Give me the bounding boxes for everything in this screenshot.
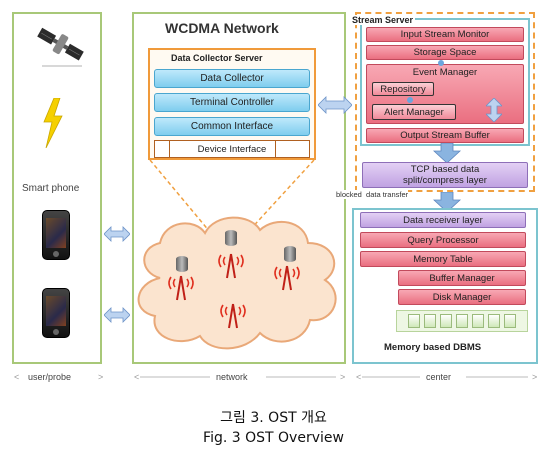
tcp-layer-button[interactable]: TCP based data split/compress layer: [362, 162, 528, 188]
output-stream-buffer-button[interactable]: Output Stream Buffer: [366, 128, 524, 143]
svg-text:<: <: [134, 372, 139, 382]
connector-dot: [407, 97, 413, 103]
database-icon: [225, 230, 237, 246]
figure-caption-english: Fig. 3 OST Overview: [0, 430, 547, 446]
antenna-icon: [214, 246, 248, 280]
event-manager-label: Event Manager: [413, 67, 477, 78]
network-label: network: [216, 372, 248, 382]
up-down-arrow-icon: [486, 98, 502, 122]
svg-text:>: >: [532, 372, 537, 382]
input-stream-monitor-button[interactable]: Input Stream Monitor: [366, 27, 524, 42]
svg-text:<: <: [14, 372, 19, 382]
disk-manager-button[interactable]: Disk Manager: [398, 289, 526, 305]
memory-table-button[interactable]: Memory Table: [360, 251, 526, 267]
bottom-scale: < > < > < >: [0, 368, 547, 388]
alert-manager-button[interactable]: Alert Manager: [372, 104, 456, 120]
antenna-icon: [216, 296, 250, 330]
buffer-manager-button[interactable]: Buffer Manager: [398, 270, 526, 286]
storage-blocks: [396, 310, 528, 332]
svg-text:>: >: [340, 372, 345, 382]
storage-block-icon: [408, 314, 420, 328]
svg-text:>: >: [98, 372, 103, 382]
tcp-line-2: split/compress layer: [403, 175, 487, 186]
storage-block-icon: [488, 314, 500, 328]
tcp-line-1: TCP based data: [411, 164, 479, 175]
storage-block-icon: [440, 314, 452, 328]
storage-block-icon: [456, 314, 468, 328]
storage-block-icon: [472, 314, 484, 328]
repository-button[interactable]: Repository: [372, 82, 434, 96]
figure-caption-korean: 그림 3. OST 개요: [0, 407, 547, 427]
down-arrow-icon: [432, 143, 462, 163]
center-label: center: [426, 372, 451, 382]
connector-dot: [438, 60, 444, 66]
storage-block-icon: [504, 314, 516, 328]
blocked-transfer-label: blocked data transfer: [336, 190, 408, 199]
data-receiver-layer-button[interactable]: Data receiver layer: [360, 212, 526, 228]
stream-server-title: Stream Server: [350, 15, 415, 25]
cloud-icon: [130, 208, 350, 358]
user-probe-label: user/probe: [28, 372, 71, 382]
dbms-title: Memory based DBMS: [384, 342, 481, 353]
storage-block-icon: [424, 314, 436, 328]
double-arrow-icon: [318, 96, 352, 114]
antenna-icon: [164, 268, 198, 302]
svg-text:<: <: [356, 372, 361, 382]
antenna-icon: [270, 258, 304, 292]
query-processor-button[interactable]: Query Processor: [360, 232, 526, 248]
storage-space-button[interactable]: Storage Space: [366, 45, 524, 60]
